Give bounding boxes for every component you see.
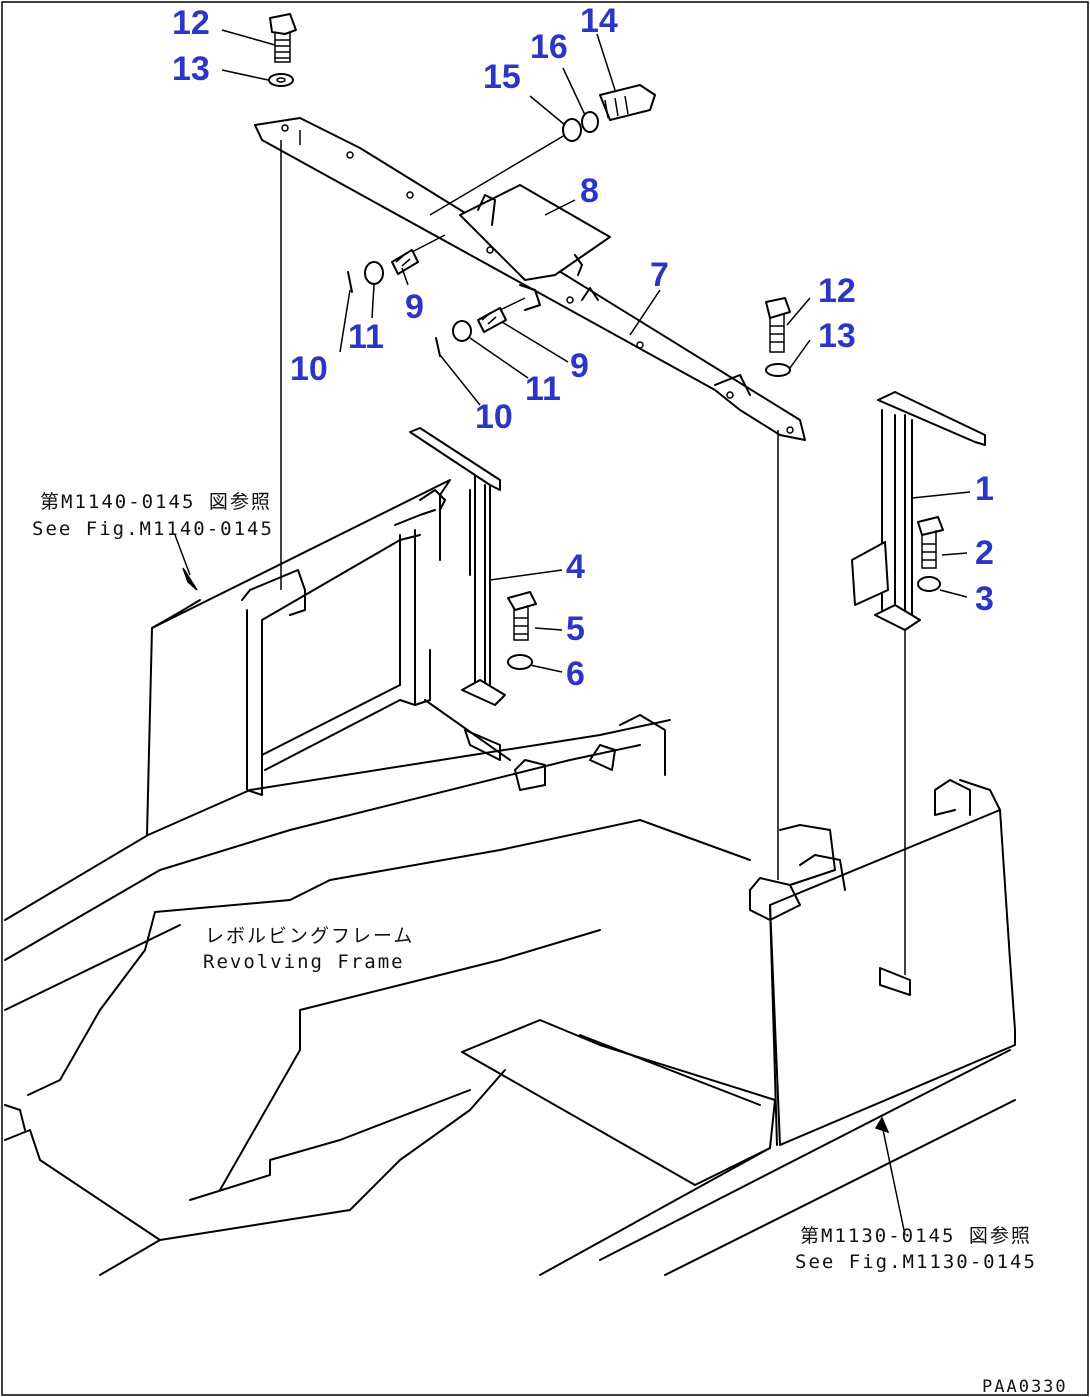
part-12-bolt-top-left xyxy=(269,13,297,63)
part-6-washer xyxy=(507,654,533,670)
callout-9-upper: 9 xyxy=(405,288,424,326)
callout-16: 16 xyxy=(530,28,568,66)
part-13-washer-right xyxy=(765,363,791,377)
callouts: 12 13 15 16 14 8 7 9 11 10 9 11 10 12 13… xyxy=(172,2,994,693)
callout-10-upper: 10 xyxy=(290,350,328,388)
callout-7: 7 xyxy=(650,256,669,294)
callout-8: 8 xyxy=(580,172,599,210)
part-14-bolt xyxy=(599,84,656,121)
part-8-plate xyxy=(459,184,611,311)
frame-label-jp: レボルビングフレーム xyxy=(205,925,414,947)
leader-lines xyxy=(174,29,971,1236)
part-10-pin-lower xyxy=(435,337,441,357)
part-10-pin-upper xyxy=(347,271,353,293)
part-1-post xyxy=(851,391,986,975)
callout-5: 5 xyxy=(566,610,585,648)
left-ref-jp: 第M1140-0145 図参照 xyxy=(40,491,272,513)
reference-labels: 第M1140-0145 図参照 See Fig.M1140-0145 レボルビン… xyxy=(32,491,1068,1397)
callout-4: 4 xyxy=(566,548,585,586)
part-4-post xyxy=(409,427,506,706)
part-2-bolt xyxy=(917,516,944,569)
callout-9-lower: 9 xyxy=(570,347,589,385)
guide-line-14 xyxy=(429,134,566,216)
part-12-bolt-right xyxy=(765,297,791,353)
callout-10-lower: 10 xyxy=(475,398,513,436)
part-9-spring-lower xyxy=(477,307,507,333)
frame-label-en: Revolving Frame xyxy=(203,951,405,973)
callout-13-top: 13 xyxy=(172,50,210,88)
part-15-washer xyxy=(562,118,582,142)
part-9-spring-upper xyxy=(391,249,419,275)
right-ref-jp: 第M1130-0145 図参照 xyxy=(800,1225,1032,1247)
callout-12-top: 12 xyxy=(172,4,210,42)
callout-11-upper: 11 xyxy=(348,318,384,356)
callout-15: 15 xyxy=(483,58,521,96)
part-16-washer xyxy=(581,111,599,133)
part-3-washer xyxy=(917,576,941,592)
callout-13-right: 13 xyxy=(818,317,856,355)
callout-11-lower: 11 xyxy=(525,370,561,408)
callout-2: 2 xyxy=(975,534,994,572)
callout-12-right: 12 xyxy=(818,272,856,310)
callout-1: 1 xyxy=(975,470,994,508)
part-11-washer-upper xyxy=(364,261,384,285)
part-13-washer-top-left xyxy=(268,73,294,87)
callout-6: 6 xyxy=(566,655,585,693)
revolving-frame xyxy=(4,479,1016,1276)
right-ref-en: See Fig.M1130-0145 xyxy=(795,1251,1037,1273)
callout-3: 3 xyxy=(975,580,994,618)
part-11-washer-lower xyxy=(452,320,472,342)
left-ref-en: See Fig.M1140-0145 xyxy=(32,518,274,540)
callout-14: 14 xyxy=(580,2,618,40)
part-5-bolt xyxy=(507,591,537,641)
drawing-code: PAA0330 xyxy=(982,1377,1068,1397)
